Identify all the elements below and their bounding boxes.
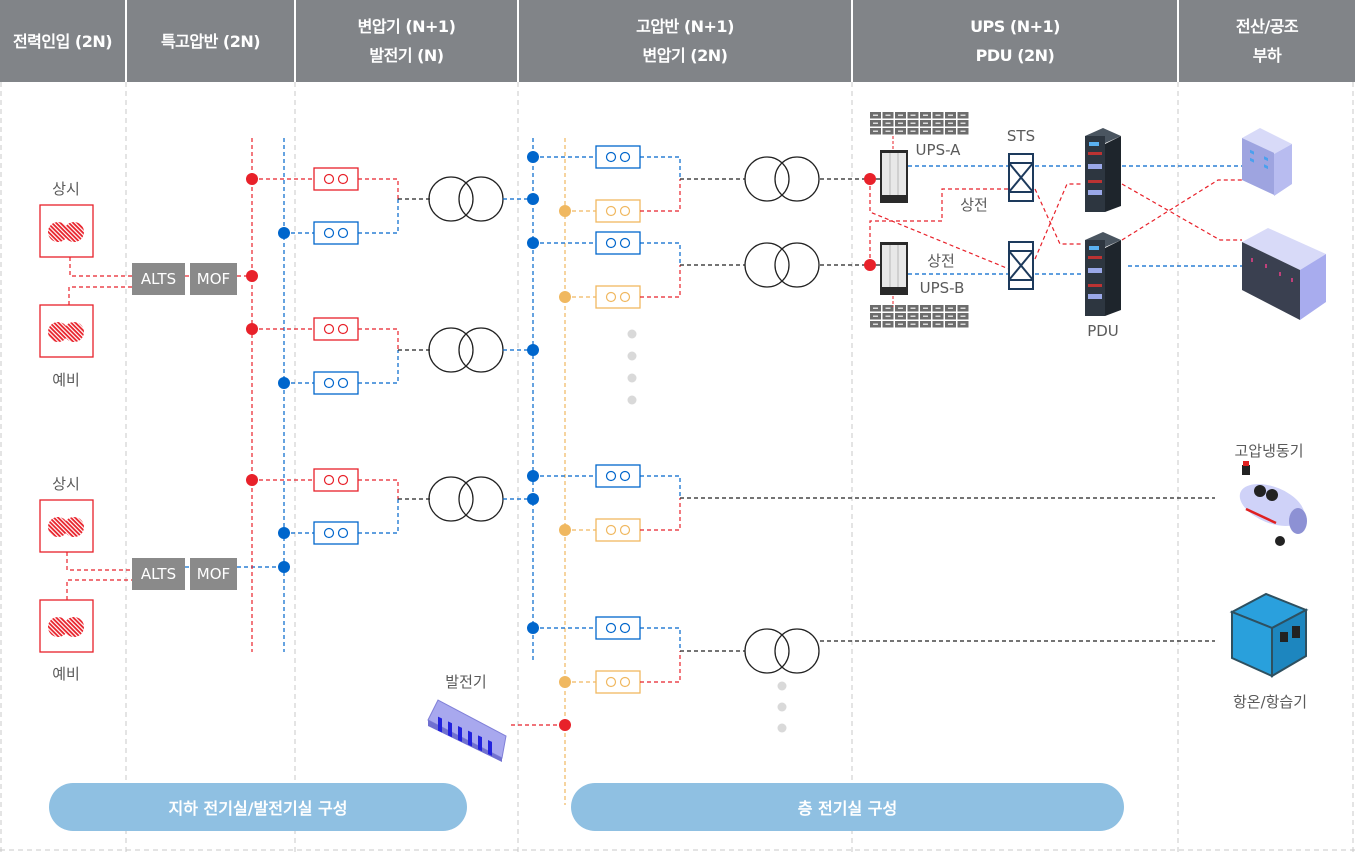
header-column-loads: 전산/공조 부하 [1179, 0, 1355, 82]
circuit-breaker-icon[interactable] [313, 371, 359, 395]
transformer-icon[interactable] [428, 476, 504, 522]
normal-power-label: 상시 [52, 180, 80, 198]
battery-bank-b-icon [870, 305, 969, 328]
transformer-icon[interactable] [428, 327, 504, 373]
circuit-breaker-icon[interactable] [595, 145, 641, 169]
pdu-label: PDU [1087, 322, 1119, 340]
feeder-line [640, 265, 681, 298]
feeder-line [358, 479, 399, 499]
header-column-ups-pdu: UPS (N+1) PDU (2N) [853, 0, 1177, 82]
hv-panel-stage [527, 145, 820, 694]
standby-power-label: 예비 [52, 371, 80, 389]
feeder-line [640, 242, 681, 265]
ups-b-label: UPS-B [919, 279, 965, 297]
load-feeds [680, 497, 1215, 642]
transformer-icon[interactable] [428, 176, 504, 222]
header-line1: 전산/공조 [1235, 17, 1299, 36]
floor-section-label: 층 전기실 구성 [571, 783, 1124, 831]
kepco-logo-icon [48, 322, 84, 342]
ups-b-icon[interactable] [880, 242, 908, 295]
basement-section-label: 지하 전기실/발전기실 구성 [49, 783, 467, 831]
it-server-icon[interactable] [1242, 128, 1292, 196]
header-line1: 특고압반 (2N) [160, 31, 261, 51]
circuit-breaker-icon[interactable] [595, 616, 641, 640]
feeder-line [640, 475, 681, 498]
circuit-breaker-icon[interactable] [313, 468, 359, 492]
feeder-line [640, 627, 681, 651]
header-line2: PDU (2N) [975, 46, 1055, 65]
header-column-hv-panel-transformer: 고압반 (N+1) 변압기 (2N) [519, 0, 851, 82]
generator-label: 발전기 [445, 673, 487, 691]
sts-b-icon[interactable] [1008, 241, 1034, 290]
pdu-b-icon[interactable] [1085, 232, 1121, 316]
feeder-line [358, 328, 399, 350]
header-line2: 부하 [1252, 46, 1282, 65]
intake-group-2 [39, 499, 284, 653]
chiller-label: 고압냉동기 [1234, 442, 1304, 460]
ups-section [820, 112, 1242, 328]
feeder-line [358, 199, 399, 234]
feeder-line [358, 178, 399, 199]
sts-a-icon[interactable] [1008, 153, 1034, 202]
feeder-line [640, 498, 681, 531]
bus-node [246, 270, 258, 282]
header-line2: 변압기 (2N) [642, 46, 728, 65]
circuit-breaker-icon[interactable] [595, 231, 641, 255]
ups-a-label: UPS-A [915, 141, 961, 159]
circuit-breaker-icon[interactable] [313, 167, 359, 191]
bus-node [278, 561, 290, 573]
standby-power-label: 예비 [52, 665, 80, 683]
bus-node [527, 193, 539, 205]
crac-label: 항온/항습기 [1232, 693, 1308, 711]
alts-box[interactable]: ALTS [132, 558, 185, 590]
feeder-line [640, 156, 681, 179]
feeder-line [640, 651, 681, 683]
feeder-line [640, 179, 681, 212]
circuit-breaker-icon[interactable] [595, 199, 641, 223]
header-column-transformer-generator: 변압기 (N+1) 발전기 (N) [296, 0, 517, 82]
column-separators [0, 82, 1355, 852]
circuit-breaker-icon[interactable] [595, 285, 641, 309]
chiller-icon[interactable] [1234, 461, 1311, 546]
feeder-line [358, 350, 399, 384]
kepco-logo-icon [48, 617, 84, 637]
mof-box[interactable]: MOF [190, 263, 237, 295]
intake-group-1 [39, 204, 252, 358]
ups-a-icon[interactable] [880, 150, 908, 203]
continuation-dots [627, 329, 787, 733]
cooling-unit-icon[interactable] [1242, 228, 1326, 320]
circuit-breaker-icon[interactable] [595, 518, 641, 542]
mof-box[interactable]: MOF [190, 558, 237, 590]
header-column-power-intake: 전력인입 (2N) [0, 0, 125, 82]
header-line2: 발전기 (N) [369, 46, 444, 65]
circuit-breaker-icon[interactable] [313, 221, 359, 245]
circuit-breaker-icon[interactable] [595, 670, 641, 694]
transformer-icon[interactable] [744, 156, 820, 202]
generator-icon[interactable] [427, 699, 507, 762]
circuit-breaker-icon[interactable] [595, 464, 641, 488]
crac-unit-icon[interactable] [1229, 592, 1309, 678]
header-column-special-hv-panel: 특고압반 (2N) [127, 0, 294, 82]
transformer-icon[interactable] [744, 242, 820, 288]
alts-box[interactable]: ALTS [132, 263, 185, 295]
kepco-logo-icon [48, 517, 84, 537]
feeder-line [358, 499, 399, 534]
header-line1: 변압기 (N+1) [357, 17, 456, 36]
pdu-a-icon[interactable] [1085, 128, 1121, 212]
kepco-logo-icon [48, 222, 84, 242]
sts-label: STS [1006, 127, 1036, 145]
header-line1: 전력인입 (2N) [12, 31, 113, 51]
circuit-breaker-icon[interactable] [313, 521, 359, 545]
transformer-icon[interactable] [744, 628, 820, 674]
transformer-stage [246, 167, 539, 573]
commercial-power-label: 상전 [960, 196, 988, 214]
normal-power-label: 상시 [52, 475, 80, 493]
circuit-breaker-icon[interactable] [313, 317, 359, 341]
generator-feed [511, 719, 571, 731]
header-line1: 고압반 (N+1) [636, 17, 734, 36]
commercial-power-label: 상전 [927, 252, 955, 270]
header-line1: UPS (N+1) [970, 17, 1060, 36]
battery-bank-a-icon [870, 112, 969, 135]
